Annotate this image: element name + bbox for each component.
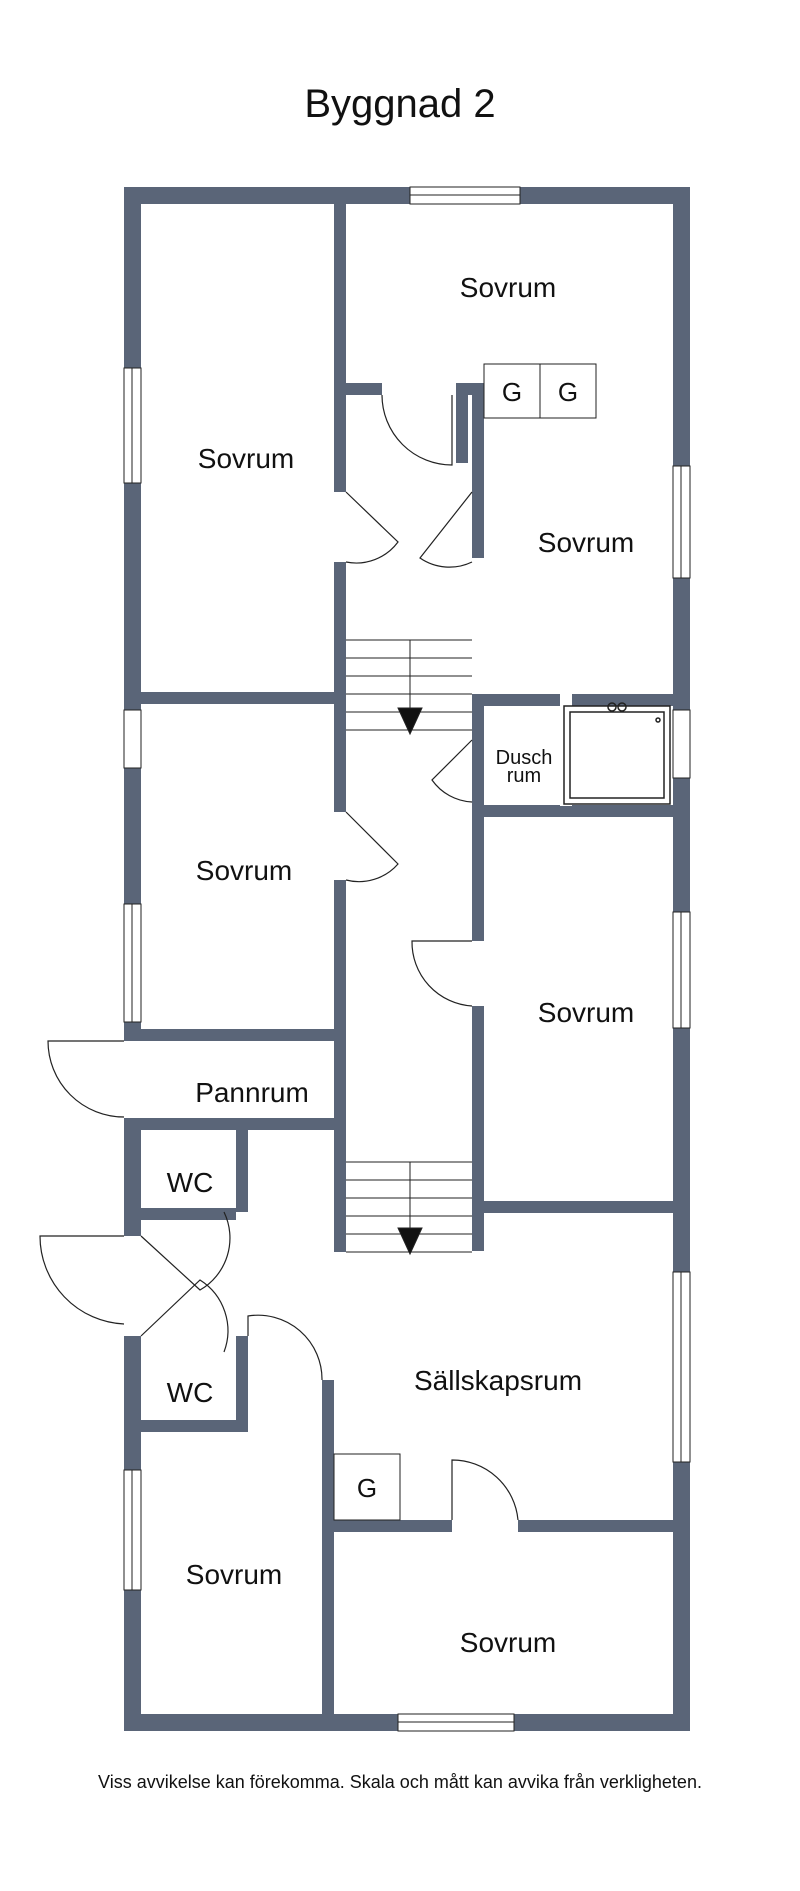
wall-right-sep-3 xyxy=(472,1201,673,1213)
door-bottom-right-bed xyxy=(451,1459,519,1521)
wall-wc-upper-bottom xyxy=(141,1208,236,1220)
wall-top xyxy=(124,187,690,204)
wall-corridor-right-4 xyxy=(472,1219,484,1251)
wall-top-bed-left xyxy=(346,383,382,395)
wall-top-bed-stub xyxy=(456,383,468,463)
door-left-bed-1 xyxy=(345,491,399,564)
room-label-pannrum: Pannrum xyxy=(195,1077,309,1108)
stair-arrow-upper xyxy=(397,707,423,736)
room-label-sovrum-left-top: Sovrum xyxy=(198,443,294,474)
room-label-sovrum-right-upper: Sovrum xyxy=(538,527,634,558)
wall-corridor-left-3 xyxy=(334,880,346,1252)
room-label-wc-upper: WC xyxy=(167,1167,214,1198)
room-label-sovrum-bottom-left: Sovrum xyxy=(186,1559,282,1590)
wall-bottom-right-top-2 xyxy=(518,1520,673,1532)
wall-left-sep-2 xyxy=(141,1029,346,1041)
wall-corridor-left-2 xyxy=(334,562,346,812)
door-bottom-left-bed xyxy=(247,1314,323,1381)
room-label-sovrum-top: Sovrum xyxy=(460,272,556,303)
wall-wc-lower-bottom-2 xyxy=(141,1420,248,1432)
door-top-bedroom xyxy=(381,394,453,466)
shower-fixture xyxy=(563,702,671,805)
door-wc-upper xyxy=(140,1211,231,1291)
door-right-bed-2 xyxy=(411,940,473,1007)
wall-corridor-right-3 xyxy=(472,1006,484,1239)
stairs-upper xyxy=(346,639,472,736)
appliance-labels: G G G xyxy=(357,377,578,1503)
room-label-sallskapsrum: Sällskapsrum xyxy=(414,1365,582,1396)
outer-walls xyxy=(124,187,690,1731)
appliance-label-g1: G xyxy=(502,377,522,407)
appliance-box-g3 xyxy=(333,1453,401,1521)
wall-left-sep-3 xyxy=(141,1118,346,1130)
disclaimer-footer: Viss avvikelse kan förekomma. Skala och … xyxy=(98,1772,702,1792)
door-opening-pannrum xyxy=(124,1041,141,1118)
interior-walls xyxy=(141,204,673,1714)
appliance-box-g2 xyxy=(539,363,597,419)
wall-right-sep-1 xyxy=(472,694,673,706)
windows xyxy=(123,186,691,1732)
window-right-2 xyxy=(672,709,691,779)
door-swing-pannrum xyxy=(47,1040,125,1118)
wall-bottom-right-top-1 xyxy=(334,1520,452,1532)
window-left-2 xyxy=(123,709,142,769)
appliance-label-g3: G xyxy=(357,1473,377,1503)
room-labels: Sovrum Sovrum Sovrum Dusch rum Sovrum So… xyxy=(167,272,635,1658)
room-label-dusch: Dusch xyxy=(496,747,553,769)
wall-corridor-left-1 xyxy=(334,204,346,492)
entrance-doors xyxy=(39,1040,141,1336)
door-shower xyxy=(431,739,473,803)
door-opening-main xyxy=(124,1236,141,1336)
wall-wc-lower-right xyxy=(236,1336,248,1432)
wall-left-sep-1 xyxy=(141,692,346,704)
door-right-bed-1 xyxy=(419,491,473,568)
stair-arrow-lower xyxy=(397,1227,423,1256)
room-label-sovrum-bottom-right: Sovrum xyxy=(460,1627,556,1658)
door-swing-main xyxy=(39,1235,125,1325)
appliance-boxes xyxy=(333,363,597,1521)
room-label-sovrum-right-mid: Sovrum xyxy=(538,997,634,1028)
wall-corridor-right-2 xyxy=(472,696,484,941)
wall-shower-divider xyxy=(560,694,572,806)
room-label-wc-lower: WC xyxy=(167,1377,214,1408)
plan-title: Byggnad 2 xyxy=(304,82,496,126)
room-label-rum: rum xyxy=(507,765,541,787)
wall-wc-upper-right xyxy=(236,1130,248,1212)
appliance-label-g2: G xyxy=(558,377,578,407)
stairs-lower xyxy=(346,1161,472,1256)
door-left-bed-2 xyxy=(345,811,399,883)
wall-bottom-left-bed-right xyxy=(322,1380,334,1714)
wall-right-sep-2 xyxy=(472,805,673,817)
wall-corridor-right-1 xyxy=(472,383,484,558)
interior-doors xyxy=(140,394,519,1521)
appliance-box-g1 xyxy=(483,363,541,419)
door-wc-lower xyxy=(140,1279,229,1353)
room-label-sovrum-left-mid: Sovrum xyxy=(196,855,292,886)
